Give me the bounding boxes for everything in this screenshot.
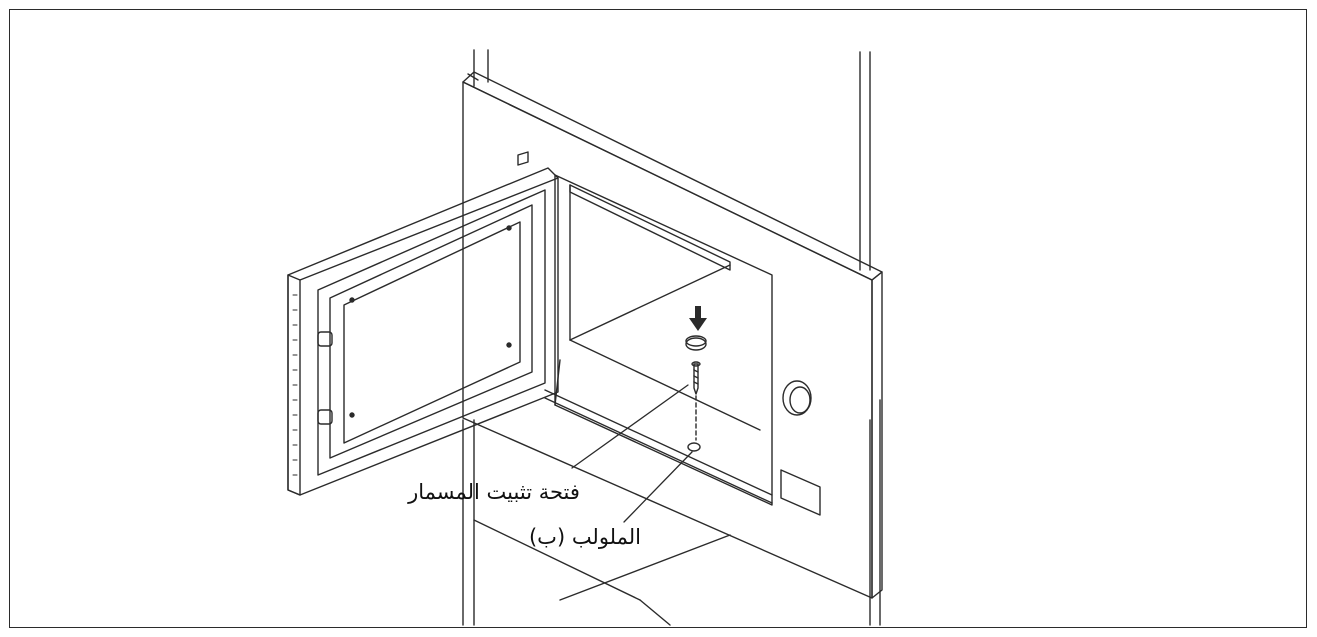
leader-lines	[571, 384, 693, 523]
open-door	[287, 151, 559, 496]
label-screw-b: الملولب (ب)	[528, 525, 642, 549]
down-arrow-icon	[695, 306, 701, 318]
label-screw-hole: فتحة تثبيت المسمار	[408, 480, 580, 504]
fixing-hole	[687, 442, 701, 452]
screw-cap	[685, 337, 707, 351]
microwave-frame	[462, 71, 883, 599]
screw-assembly	[685, 306, 707, 452]
cabinet-outline	[462, 49, 881, 626]
figure-frame	[9, 9, 1307, 628]
down-arrow-head-icon	[689, 318, 707, 331]
screw-shaft	[693, 363, 699, 395]
